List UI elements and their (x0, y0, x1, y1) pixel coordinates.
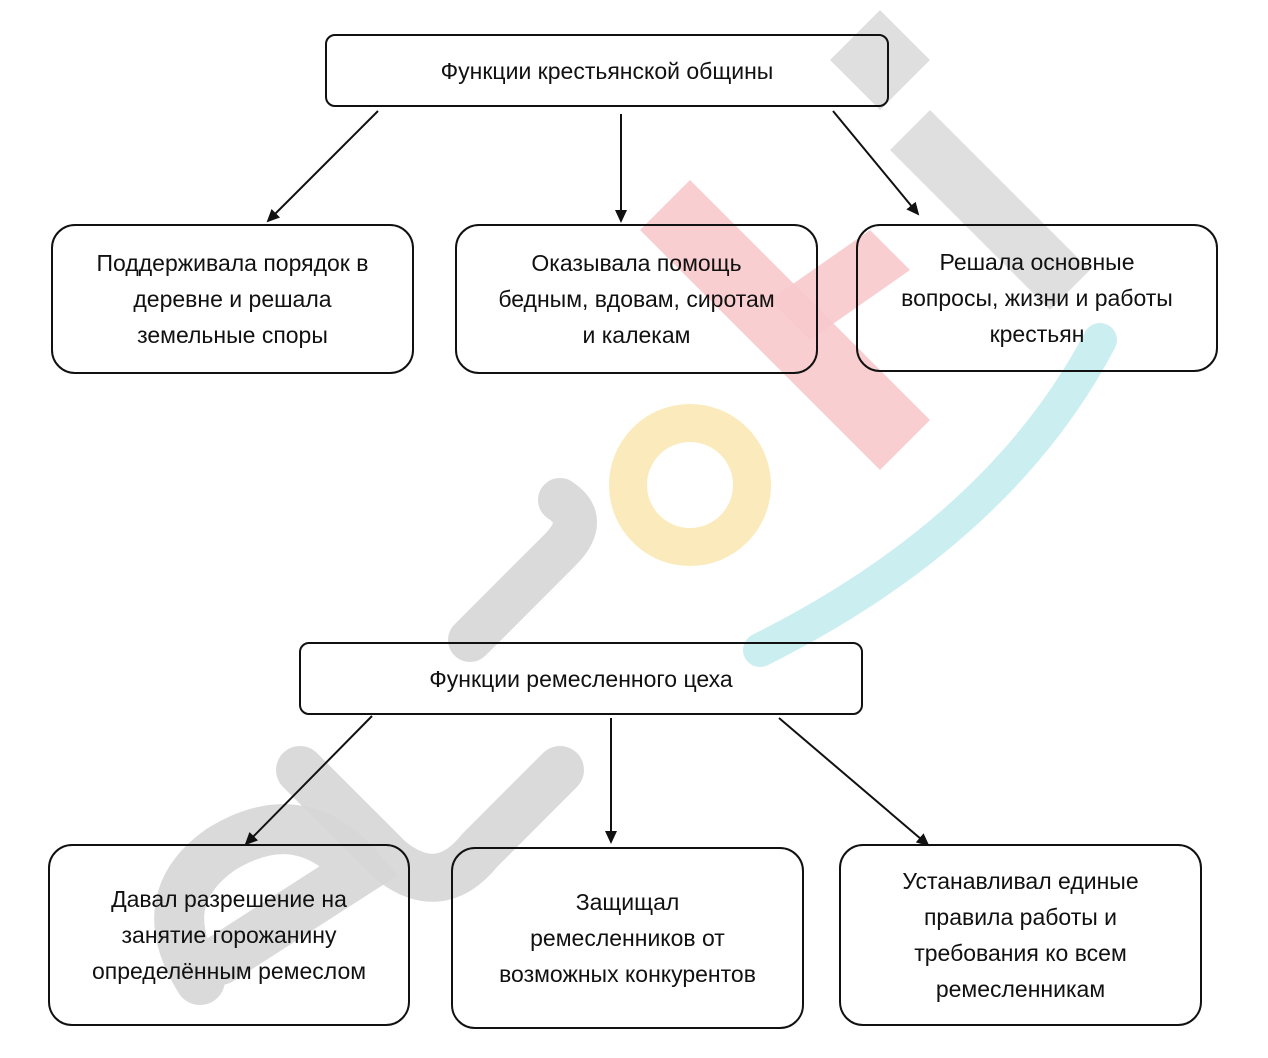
peasant-community-title-box: Функции крестьянской общины (325, 34, 889, 107)
arrow-guild-left (244, 715, 373, 846)
peasant-community-title: Функции крестьянской общины (440, 57, 774, 84)
guild-function-permission: Давал разрешение на занятие горожанину о… (91, 886, 367, 984)
craft-guild-title: Функции ремесленного цеха (429, 665, 733, 692)
guild-function-rules: Устанавливал единые правила работы и тре… (902, 868, 1139, 1002)
peasant-function-order-box: Поддерживала порядок в деревне и решала … (51, 224, 414, 374)
guild-function-protection-box: Защищал ремесленников от возможных конку… (451, 847, 804, 1029)
guild-function-protection: Защищал ремесленников от возможных конку… (499, 889, 756, 987)
peasant-function-issues: Решала основные вопросы, жизни и работы … (901, 249, 1173, 347)
guild-function-rules-box: Устанавливал единые правила работы и тре… (839, 844, 1202, 1026)
peasant-function-aid: Оказывала помощь бедным, вдовам, сиротам… (498, 250, 775, 348)
watermark-gray-stroke-i-body (890, 110, 1090, 310)
watermark-red-k-stem (640, 180, 930, 470)
peasant-function-order: Поддерживала порядок в деревне и решала … (96, 250, 369, 348)
arrow-peasant-right (832, 110, 920, 216)
peasant-function-issues-box: Решала основные вопросы, жизни и работы … (856, 224, 1218, 372)
watermark-gray-r (448, 478, 597, 662)
craft-guild-title-box: Функции ремесленного цеха (299, 642, 863, 715)
guild-function-permission-box: Давал разрешение на занятие горожанину о… (48, 844, 410, 1026)
watermark-gray-e (154, 804, 398, 1005)
arrow-guild-right (778, 717, 930, 847)
peasant-function-aid-box: Оказывала помощь бедным, вдовам, сиротам… (455, 224, 818, 374)
watermark-red-k-arm (770, 230, 910, 340)
watermark-yellow-o (609, 404, 771, 566)
arrow-peasant-left (266, 110, 379, 223)
watermark-cyan-arc (743, 323, 1117, 667)
